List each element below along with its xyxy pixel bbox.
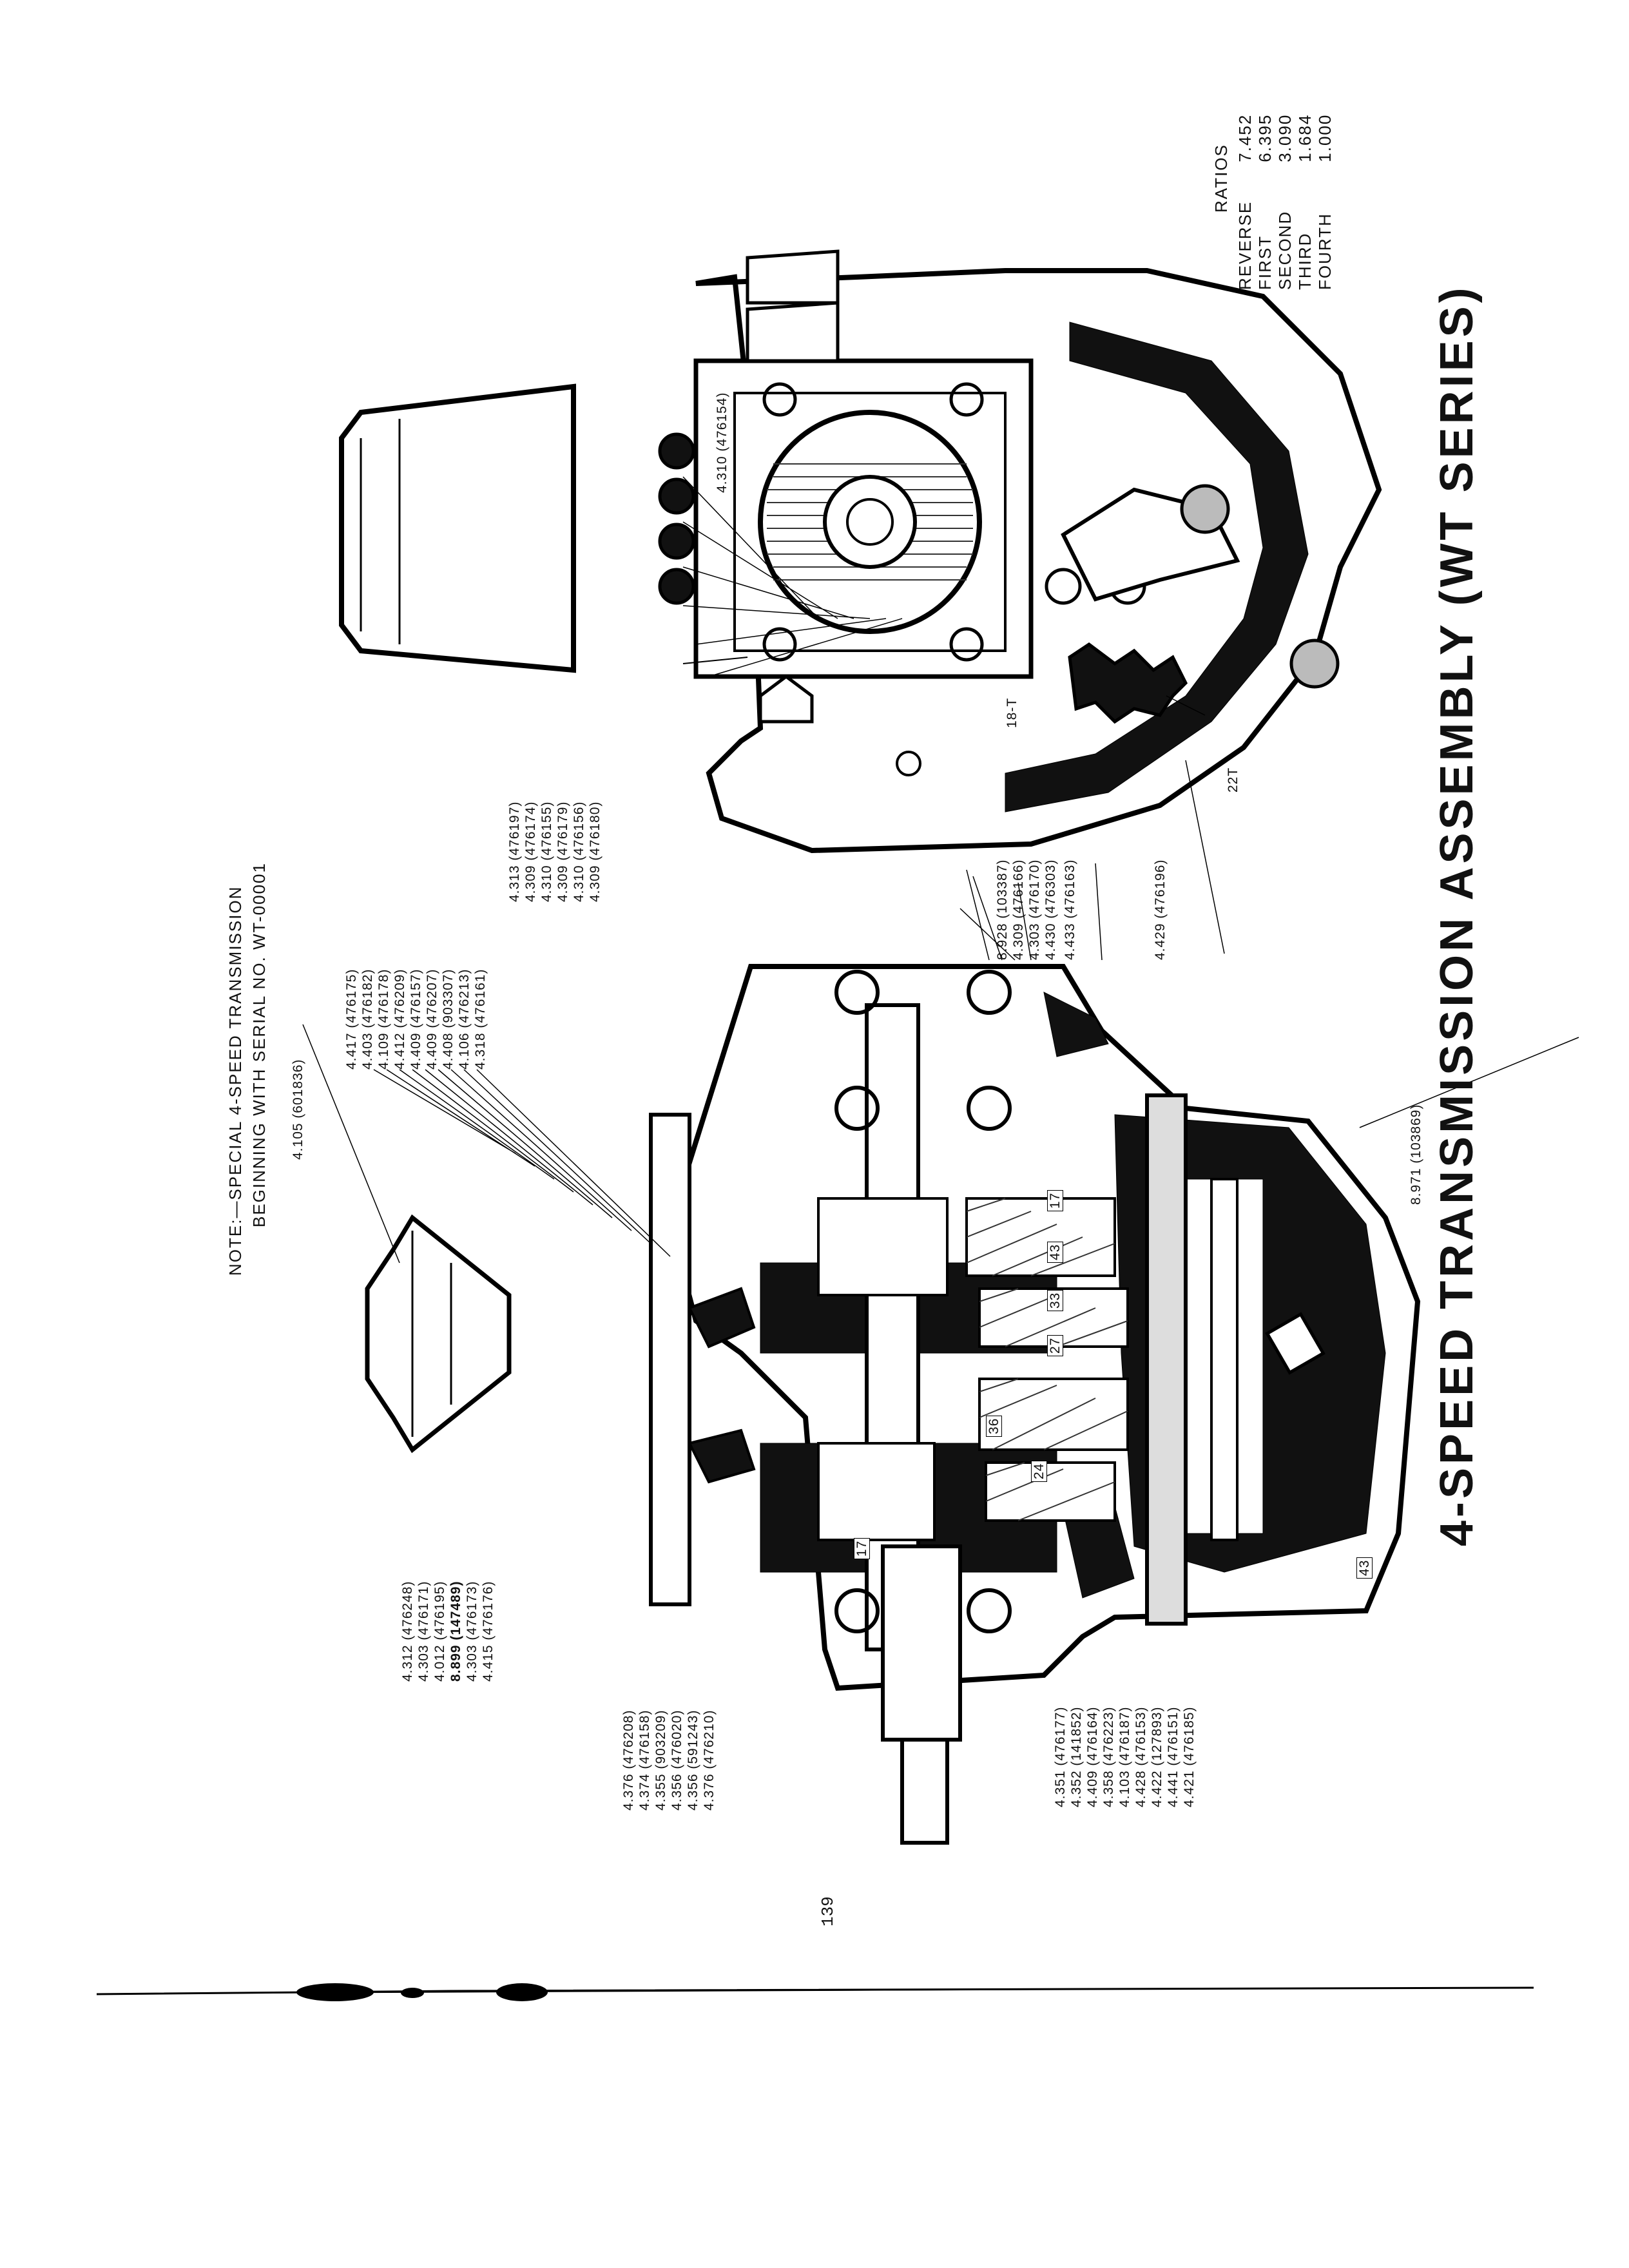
callout: 4.376 (476208) [621,1709,636,1811]
callout: 4.422 (127893) [1150,1706,1164,1807]
callout: 4.403 (476182) [360,968,375,1070]
callout: 4.409 (476164) [1085,1706,1100,1807]
ratio-gear: REVERSE [1235,200,1255,290]
diagram-title: 4-SPEED TRANSMISSION ASSEMBLY (WT SERIES… [1431,284,1483,1546]
callout-4105: 4.105 (601836) [291,1059,305,1160]
ratio-value: 1.000 [1315,113,1335,162]
callout: 4.356 (591243) [686,1709,700,1811]
ratio-value: 3.090 [1275,113,1295,162]
callout-4433: 4.433 (476163) [1063,859,1077,960]
callout: 4.374 (476158) [637,1709,652,1811]
gear-tooth-label: 43 [1356,1557,1373,1579]
ratio-gear: FIRST [1255,235,1275,290]
callout: 4.318 (476161) [473,968,488,1070]
side-view [302,249,1579,1264]
callout: 4.103 (476187) [1117,1706,1132,1807]
callout: 4.313 (476197) [507,801,522,902]
callout: 4.417 (476175) [344,968,359,1070]
ratio-gear: THIRD [1295,232,1315,290]
callout: 4.409 (476207) [425,968,439,1070]
callout: 4.409 (476157) [409,968,423,1070]
callout-4429: 4.429 (476196) [1153,859,1168,960]
callout: 4.355 (903209) [653,1709,668,1811]
callout: 4.309 (476174) [523,801,538,902]
callout: 4.310 (476155) [539,801,554,902]
ratios-table: RATIOS REVERSE FIRST SECOND THIRD FOURTH… [1211,114,1335,290]
scan-artifact [96,1983,1534,2001]
page-number: 139 [818,1896,838,1927]
callout: 4.352 (141852) [1069,1706,1084,1807]
gear-tooth-label: 17 [1047,1189,1063,1211]
callout: 4.312 (476248) [400,1581,415,1682]
callout-drain-plug: 8.971 (103869) [1409,1104,1423,1205]
callout: 4.421 (476185) [1182,1706,1197,1807]
callout: 4.376 (476210) [702,1709,717,1811]
gear-tooth-label: 17 [854,1537,870,1559]
callout-18t: 18-T [1005,697,1019,728]
callout: 4.309 (476166) [1011,859,1026,960]
callout: 4.303 (476170) [1027,859,1042,960]
callout: 4.412 (476209) [392,968,407,1070]
cross-section-view [365,964,1421,1845]
callout: 4.415 (476176) [481,1581,496,1682]
gear-tooth-label: 27 [1047,1334,1063,1356]
callout: 4.356 (476020) [670,1709,684,1811]
callout: 4.309 (476179) [555,801,570,902]
callout: 4.109 (476178) [376,968,391,1070]
callout: 4.430 (476303) [1043,859,1058,960]
note-line1: NOTE:—SPECIAL 4-SPEED TRANSMISSION [226,885,245,1276]
ratio-gear: FOURTH [1315,213,1335,290]
callout-side-inner: 4.310 (476154) [715,392,729,493]
ratio-value: 1.684 [1295,113,1315,162]
ratios-header: RATIOS [1211,144,1231,213]
callout: 4.428 (476153) [1133,1706,1148,1807]
callout: 4.012 (476195) [432,1581,447,1682]
note-line2: BEGINNING WITH SERIAL NO. WT-00001 [249,862,269,1227]
callout-22t: 22T [1226,767,1240,793]
callout-group-top: 4.417 (476175) 4.403 (476182) 4.109 (476… [344,968,490,1070]
callout: 8.899 (147489) [448,1581,463,1682]
callout: 4.309 (476180) [588,801,602,902]
callout: 4.351 (476177) [1053,1706,1068,1807]
ratio-value: 7.452 [1235,113,1255,162]
callout: 4.310 (476156) [572,801,586,902]
gear-tooth-label: 43 [1047,1241,1063,1263]
note: NOTE:—SPECIAL 4-SPEED TRANSMISSION BEGIN… [226,862,269,1276]
callout-group-side-mid: 8.928 (103387) 4.309 (476166) 4.303 (476… [995,859,1060,960]
callout: 8.928 (103387) [995,859,1010,960]
gear-tooth-label: 33 [1047,1289,1063,1311]
callout: 4.106 (476213) [457,968,472,1070]
callout-group-side-top: 4.313 (476197) 4.309 (476174) 4.310 (476… [507,801,604,902]
callout: 4.303 (476173) [465,1581,479,1682]
callout: 4.441 (476151) [1166,1706,1181,1807]
ratio-value: 6.395 [1255,113,1275,162]
callout: 4.303 (476171) [416,1581,431,1682]
callout: 4.358 (476223) [1101,1706,1116,1807]
callout-group-left: 4.312 (476248) 4.303 (476171) 4.012 (476… [400,1581,497,1682]
gear-tooth-label: 36 [986,1415,1002,1437]
callout-group-front: 4.376 (476208) 4.374 (476158) 4.355 (903… [621,1709,718,1811]
gear-tooth-label: 24 [1031,1460,1047,1482]
callout: 4.408 (903307) [441,968,456,1070]
ratio-gear: SECOND [1275,210,1295,290]
callout-group-bottom: 4.351 (476177) 4.352 (141852) 4.409 (476… [1053,1706,1199,1807]
